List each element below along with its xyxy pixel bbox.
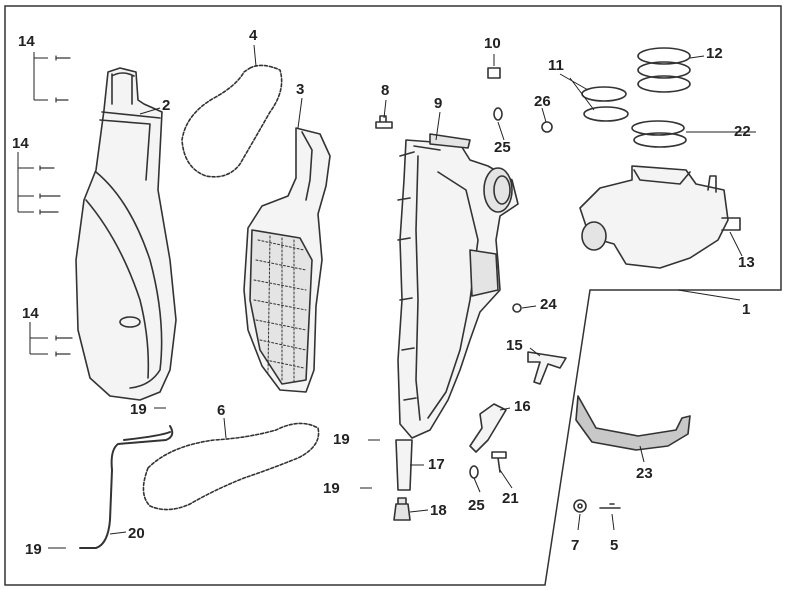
callout-10: 10 <box>484 35 501 52</box>
drain-tube-17-part <box>395 439 413 491</box>
gasket-4-part <box>181 64 283 178</box>
callout-14-middle: 14 <box>12 135 29 152</box>
clamp-band-12-part <box>637 47 691 93</box>
callout-13: 13 <box>738 254 755 271</box>
callout-8: 8 <box>381 82 390 99</box>
callout-4: 4 <box>249 27 258 44</box>
grommet-25b-part <box>469 465 479 479</box>
callout-21: 21 <box>502 490 519 507</box>
bolt-21-part <box>491 451 507 473</box>
bracket-15-part <box>527 351 567 385</box>
callout-9: 9 <box>434 95 443 112</box>
nut-10-part <box>487 67 501 79</box>
diagram-frame <box>4 5 782 586</box>
callout-12: 12 <box>706 45 723 62</box>
clamp-band-22-part <box>631 120 687 148</box>
callout-19-d: 19 <box>323 480 340 497</box>
callout-7: 7 <box>571 537 580 554</box>
callout-24: 24 <box>540 296 557 313</box>
drain-hose-20-part <box>79 425 174 549</box>
callout-14-bottom: 14 <box>22 305 39 322</box>
callout-17: 17 <box>428 456 445 473</box>
callout-25-top: 25 <box>494 139 511 156</box>
drain-plug-18-part <box>393 497 411 521</box>
air-box-cover-part <box>75 67 177 401</box>
callout-19-b: 19 <box>25 541 42 558</box>
callout-5: 5 <box>610 537 619 554</box>
callout-6: 6 <box>217 402 226 419</box>
callout-2: 2 <box>162 97 171 114</box>
gasket-6-part <box>142 422 320 511</box>
nut-24-part <box>512 303 522 313</box>
callout-25-bottom: 25 <box>468 497 485 514</box>
leader-lines <box>17 44 756 549</box>
callout-19-a: 19 <box>130 401 147 418</box>
nut-26-part <box>541 121 553 133</box>
callout-20: 20 <box>128 525 145 542</box>
callout-14-top: 14 <box>18 33 35 50</box>
clip-16-part <box>469 403 507 453</box>
callout-23: 23 <box>636 465 653 482</box>
callout-11: 11 <box>548 57 564 74</box>
callout-16: 16 <box>514 398 531 415</box>
bolt-5-part <box>599 503 621 509</box>
intake-connector-13-part <box>579 165 741 269</box>
callout-1: 1 <box>742 301 751 318</box>
washer-7-part <box>573 499 587 513</box>
bracket-23-part <box>575 395 691 451</box>
screws-14-part <box>39 55 73 357</box>
callout-15: 15 <box>506 337 523 354</box>
callout-26: 26 <box>534 93 551 110</box>
callout-18: 18 <box>430 502 447 519</box>
grommet-25a-part <box>493 107 503 121</box>
callout-3: 3 <box>296 81 305 98</box>
air-box-body-part <box>397 133 519 439</box>
callout-22: 22 <box>734 123 751 140</box>
air-filter-element-part <box>243 127 331 393</box>
callout-19-c: 19 <box>333 431 350 448</box>
